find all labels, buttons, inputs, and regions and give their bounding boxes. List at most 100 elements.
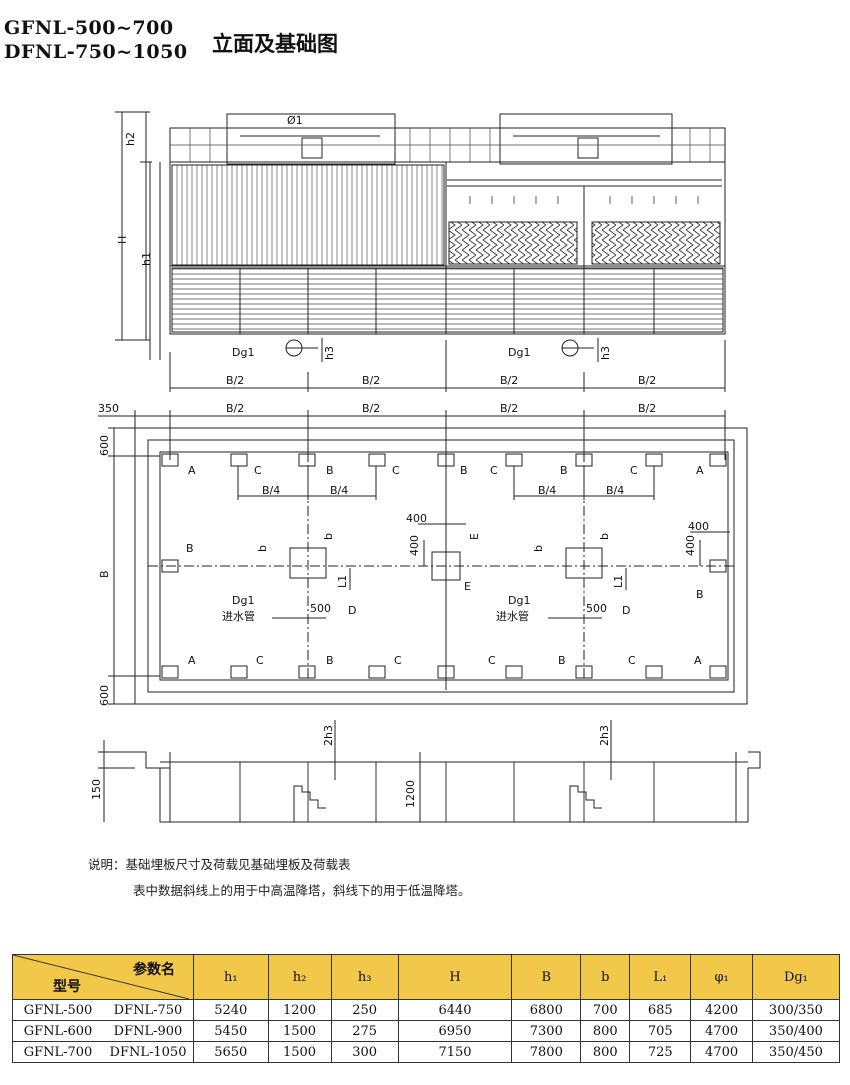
cell-h2: 1500 bbox=[267, 1020, 332, 1042]
cell-h3: 275 bbox=[330, 1020, 399, 1042]
label-b-right: b bbox=[532, 545, 545, 552]
label-b2-plan-2: B/2 bbox=[362, 402, 380, 415]
pillar-C-4: C bbox=[630, 464, 638, 477]
pillar-B-1: B bbox=[326, 464, 334, 477]
label-2h3-right: 2h3 bbox=[598, 725, 611, 746]
label-b-left-2: b bbox=[322, 533, 335, 540]
model-gfnl: GFNL-700 bbox=[23, 1044, 93, 1060]
label-phi1: Ø1 bbox=[287, 114, 303, 127]
cell-B: 7800 bbox=[511, 1041, 582, 1063]
label-H: H bbox=[116, 236, 129, 244]
cell-H: 6950 bbox=[397, 1020, 513, 1042]
cell-phi1: 4200 bbox=[690, 999, 753, 1021]
cell-H: 7150 bbox=[397, 1041, 513, 1063]
model-gfnl: GFNL-500 bbox=[23, 1002, 93, 1018]
model-range-gfnl: GFNL-500~700 bbox=[4, 17, 174, 39]
header-H: H bbox=[397, 954, 513, 1000]
label-dg1-left: Dg1 bbox=[232, 346, 254, 359]
label-b-right-2: b bbox=[598, 533, 611, 540]
pillar-C-2: C bbox=[392, 464, 400, 477]
label-600-bottom: 600 bbox=[98, 685, 111, 706]
model-cell: GFNL-700 DFNL-1050 bbox=[12, 1041, 194, 1063]
label-L1-right: L1 bbox=[612, 575, 625, 588]
label-400-v-center: 400 bbox=[408, 535, 421, 556]
label-b2-plan-1: B/2 bbox=[226, 402, 244, 415]
technical-drawing: Ø1 h2 H h1 Dg1 Dg1 h3 h3 B/2 B/2 B/2 B/2 bbox=[90, 111, 761, 823]
label-1200: 1200 bbox=[404, 780, 417, 808]
cell-L1: 725 bbox=[629, 1041, 692, 1063]
label-b-left: b bbox=[256, 545, 269, 552]
section-labels: 2h3 2h3 150 1200 bbox=[90, 725, 611, 808]
elevation-view bbox=[115, 111, 726, 392]
spec-table-header: 参数名 型号 h₁ h₂ h₃ H B b L₁ φ₁ Dg₁ bbox=[12, 954, 841, 1000]
cell-dg1: 350/450 bbox=[751, 1041, 841, 1063]
cell-B: 7300 bbox=[511, 1020, 582, 1042]
label-b4-4: B/4 bbox=[606, 484, 624, 497]
label-b2-elev-1: B/2 bbox=[226, 374, 244, 387]
header-phi1: φ₁ bbox=[690, 954, 753, 1000]
header-h1: h₁ bbox=[193, 954, 269, 1000]
label-400-right: 400 bbox=[688, 520, 709, 533]
label-inlet-left: 进水管 bbox=[222, 609, 255, 623]
label-500-right: 500 bbox=[586, 602, 607, 615]
model-dfnl: DFNL-750 bbox=[113, 1002, 183, 1018]
model-gfnl: GFNL-600 bbox=[23, 1023, 93, 1039]
pillar-B-5: B bbox=[558, 654, 566, 667]
header-h3: h₃ bbox=[330, 954, 399, 1000]
label-b2-plan-4: B/2 bbox=[638, 402, 656, 415]
label-B-vertical: B bbox=[98, 570, 111, 578]
pillar-B-4: B bbox=[326, 654, 334, 667]
title-block: GFNL-500~700 DFNL-750~1050 bbox=[4, 16, 188, 64]
label-b4-3: B/4 bbox=[538, 484, 556, 497]
header-dg1: Dg₁ bbox=[751, 954, 841, 1000]
label-h2: h2 bbox=[124, 132, 137, 146]
header-model: 型号 bbox=[53, 979, 81, 995]
label-dg1-plan-right: Dg1 bbox=[508, 594, 530, 607]
label-dg1-plan-left: Dg1 bbox=[232, 594, 254, 607]
pillar-A-2: A bbox=[696, 464, 704, 477]
label-D-left: D bbox=[348, 604, 356, 617]
label-600-top: 600 bbox=[98, 435, 111, 456]
label-b2-elev-2: B/2 bbox=[362, 374, 380, 387]
cell-h1: 5240 bbox=[193, 999, 269, 1021]
label-E: E bbox=[464, 580, 471, 593]
foundation-plan bbox=[98, 410, 748, 705]
note-line-1: 说明：基础埋板尺寸及荷载见基础埋板及荷载表 bbox=[88, 857, 351, 872]
cell-b: 800 bbox=[580, 1041, 631, 1063]
model-dfnl: DFNL-1050 bbox=[109, 1044, 187, 1060]
label-dg1-right: Dg1 bbox=[508, 346, 530, 359]
label-E-top: E bbox=[468, 533, 481, 540]
cell-phi1: 4700 bbox=[690, 1041, 753, 1063]
label-350: 350 bbox=[98, 402, 119, 415]
label-500-left: 500 bbox=[310, 602, 331, 615]
cell-h3: 250 bbox=[330, 999, 399, 1021]
header-corner: 参数名 型号 bbox=[12, 954, 194, 1000]
pillar-B-side-left: B bbox=[186, 542, 194, 555]
cell-b: 700 bbox=[580, 999, 631, 1021]
cell-L1: 705 bbox=[629, 1020, 692, 1042]
drawing-title: 立面及基础图 bbox=[212, 31, 338, 56]
label-b2-elev-4: B/2 bbox=[638, 374, 656, 387]
pillar-B-3: B bbox=[560, 464, 568, 477]
header-L1: L₁ bbox=[629, 954, 692, 1000]
cell-dg1: 300/350 bbox=[751, 999, 841, 1021]
header-B: B bbox=[511, 954, 582, 1000]
label-h1: h1 bbox=[140, 252, 153, 266]
label-400-v-right: 400 bbox=[684, 535, 697, 556]
cell-B: 6800 bbox=[511, 999, 582, 1021]
tower-body bbox=[169, 161, 726, 335]
header-h2: h₂ bbox=[267, 954, 332, 1000]
pillar-C-1: C bbox=[254, 464, 262, 477]
fan-stack-right bbox=[499, 113, 673, 165]
elevation-labels: Ø1 h2 H h1 Dg1 Dg1 h3 h3 B/2 B/2 B/2 B/2 bbox=[116, 114, 656, 387]
cell-h2: 1200 bbox=[267, 999, 332, 1021]
pillar-C-3: C bbox=[490, 464, 498, 477]
pillar-C-6: C bbox=[394, 654, 402, 667]
cell-b: 800 bbox=[580, 1020, 631, 1042]
cell-h1: 5450 bbox=[193, 1020, 269, 1042]
label-D-right: D bbox=[622, 604, 630, 617]
label-L1-left: L1 bbox=[336, 575, 349, 588]
